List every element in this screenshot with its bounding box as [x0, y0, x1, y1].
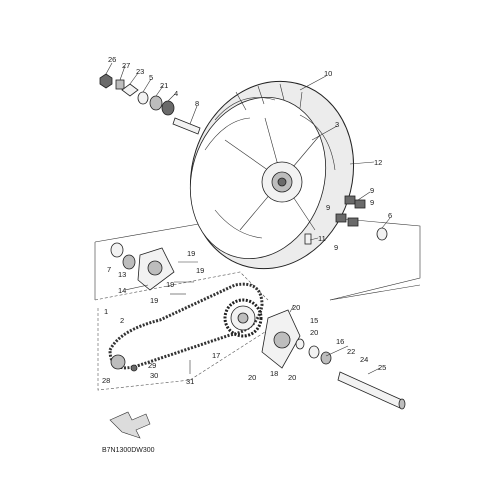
callout-27: 27 — [122, 61, 130, 70]
callout-21: 21 — [160, 81, 168, 90]
callout-19a: 19 — [187, 249, 195, 258]
callout-24: 24 — [360, 355, 368, 364]
callout-20d: 20 — [288, 373, 296, 382]
callout-22: 22 — [347, 347, 355, 356]
callout-19c: 19 — [166, 280, 174, 289]
callout-30: 30 — [150, 371, 158, 380]
front-direction-arrow — [109, 411, 151, 439]
callout-1: 1 — [104, 307, 108, 316]
axle-nut-washer-stack — [99, 73, 201, 135]
callout-3: 3 — [335, 120, 339, 129]
callout-5: 5 — [149, 73, 153, 82]
drive-chain — [108, 282, 264, 370]
sprocket-carrier — [110, 242, 198, 295]
callout-18: 18 — [270, 369, 278, 378]
callout-9d: 9 — [334, 243, 338, 252]
callout-2: 2 — [120, 316, 124, 325]
callout-20a: 20 — [292, 303, 300, 312]
callout-26: 26 — [108, 55, 116, 64]
rear-axle — [337, 371, 406, 410]
callout-19b: 19 — [196, 266, 204, 275]
callout-25: 25 — [378, 363, 386, 372]
leader-lines — [105, 62, 391, 375]
diagram-code: B7N1300DW300 — [102, 447, 155, 454]
callout-20c: 20 — [248, 373, 256, 382]
callout-10: 10 — [324, 69, 332, 78]
callout-29: 29 — [148, 361, 156, 370]
wheel-hub — [224, 117, 321, 231]
callout-15: 15 — [310, 316, 318, 325]
callout-8: 8 — [195, 99, 199, 108]
callout-16: 16 — [336, 337, 344, 346]
callout-labels: 26 27 23 5 21 4 8 10 3 12 9 9 6 9 9 11 7… — [102, 55, 392, 386]
callout-9b: 9 — [370, 198, 374, 207]
callout-6: 6 — [388, 211, 392, 220]
front-sprocket — [110, 354, 138, 372]
rear-sprocket — [223, 298, 263, 338]
caliper-bracket — [261, 309, 332, 369]
callout-9a: 9 — [370, 186, 374, 195]
callout-19d: 19 — [150, 296, 158, 305]
callout-28: 28 — [102, 376, 110, 385]
callout-7: 7 — [107, 265, 111, 274]
callout-12: 12 — [374, 158, 382, 167]
callout-23: 23 — [136, 67, 144, 76]
callout-11: 11 — [318, 234, 326, 243]
callout-14: 14 — [118, 286, 126, 295]
callout-13: 13 — [118, 270, 126, 279]
callout-4: 4 — [174, 89, 178, 98]
callout-17: 17 — [212, 351, 220, 360]
callout-20b: 20 — [310, 328, 318, 337]
callout-9c: 9 — [326, 203, 330, 212]
callout-31: 31 — [186, 377, 194, 386]
wheel-damper-set — [304, 195, 388, 245]
